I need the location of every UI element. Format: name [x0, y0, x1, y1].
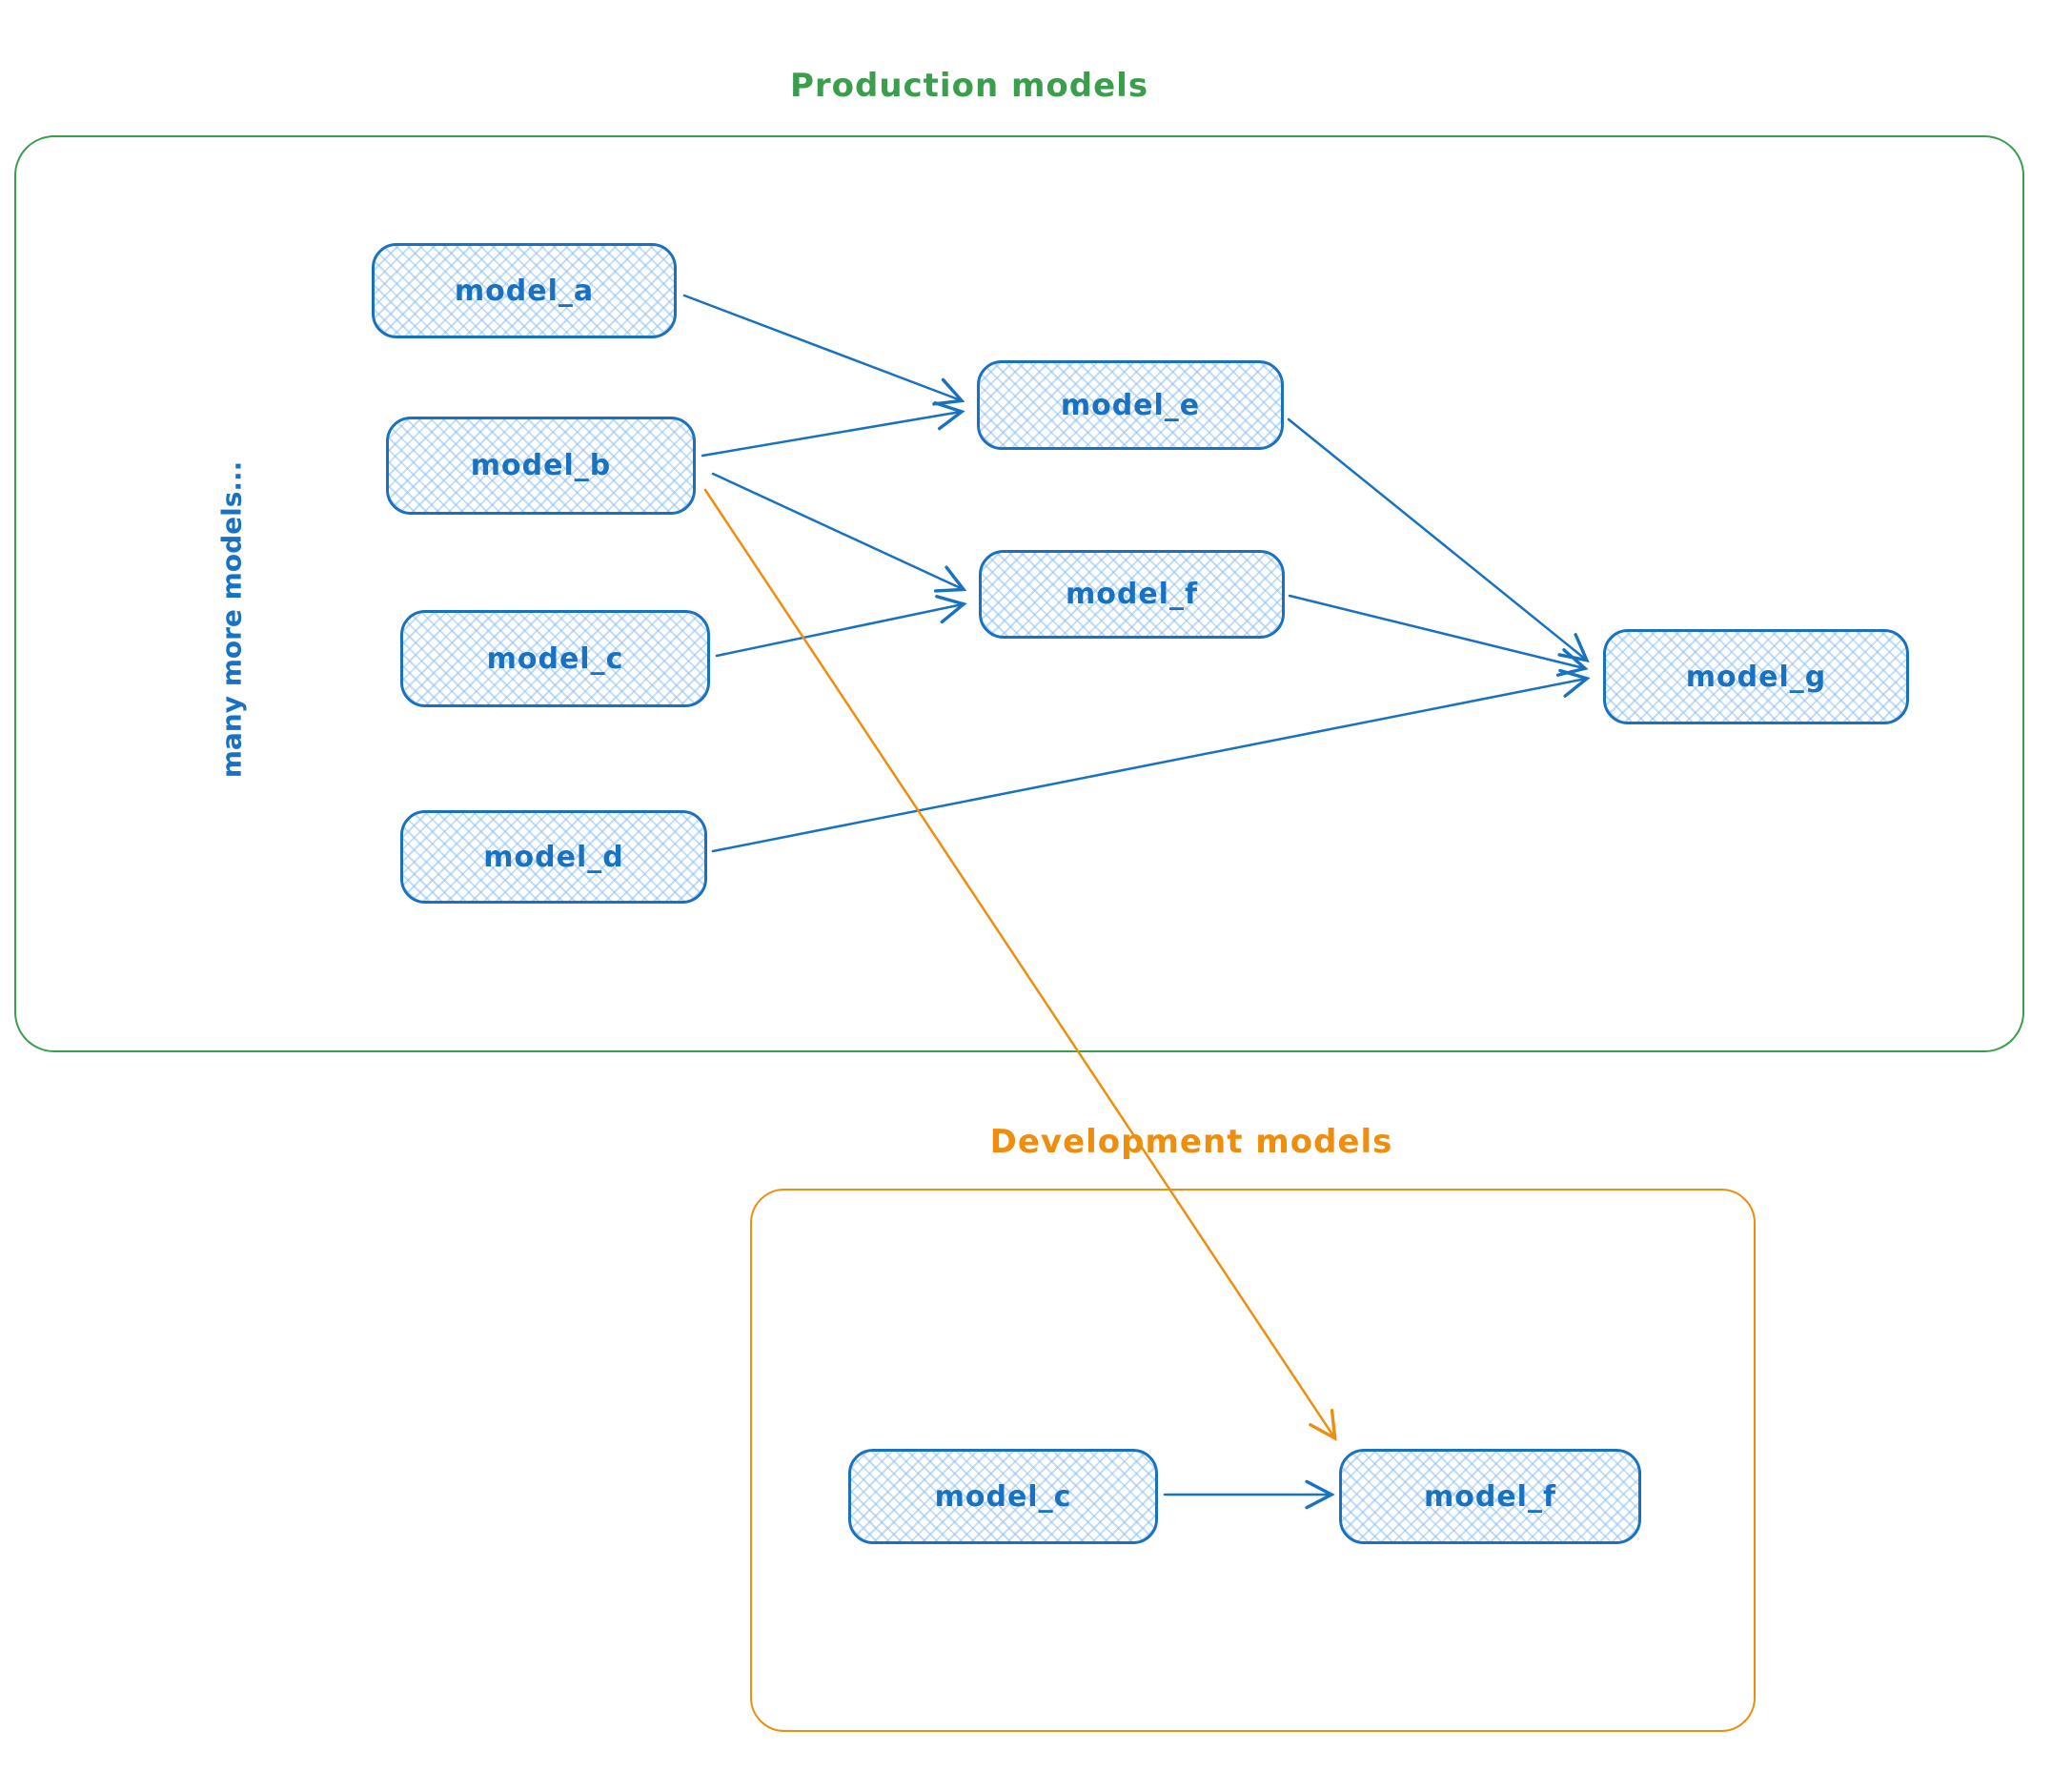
- node-dev-model-c: model_c: [848, 1449, 1158, 1544]
- node-model-f: model_f: [979, 550, 1285, 639]
- production-group-title: Production models: [789, 67, 1149, 105]
- node-model-c: model_c: [400, 610, 710, 707]
- node-model-d: model_d: [400, 810, 707, 904]
- node-model-g: model_g: [1603, 629, 1909, 724]
- node-model-g-label: model_g: [1685, 660, 1827, 694]
- node-model-b-label: model_b: [470, 449, 612, 482]
- node-model-e-label: model_e: [1060, 388, 1201, 422]
- node-model-e: model_e: [977, 360, 1284, 450]
- node-dev-model-c-label: model_c: [934, 1479, 1072, 1514]
- many-more-models-note: many more models...: [215, 460, 248, 779]
- node-dev-model-f-label: model_f: [1423, 1479, 1557, 1514]
- development-group-title: Development models: [989, 1123, 1393, 1161]
- node-model-a: model_a: [372, 243, 677, 338]
- node-model-c-label: model_c: [486, 641, 624, 676]
- node-model-b: model_b: [386, 417, 696, 515]
- node-model-a-label: model_a: [454, 274, 595, 308]
- node-model-d-label: model_d: [483, 840, 624, 874]
- node-dev-model-f: model_f: [1339, 1449, 1641, 1544]
- node-model-f-label: model_f: [1065, 578, 1199, 611]
